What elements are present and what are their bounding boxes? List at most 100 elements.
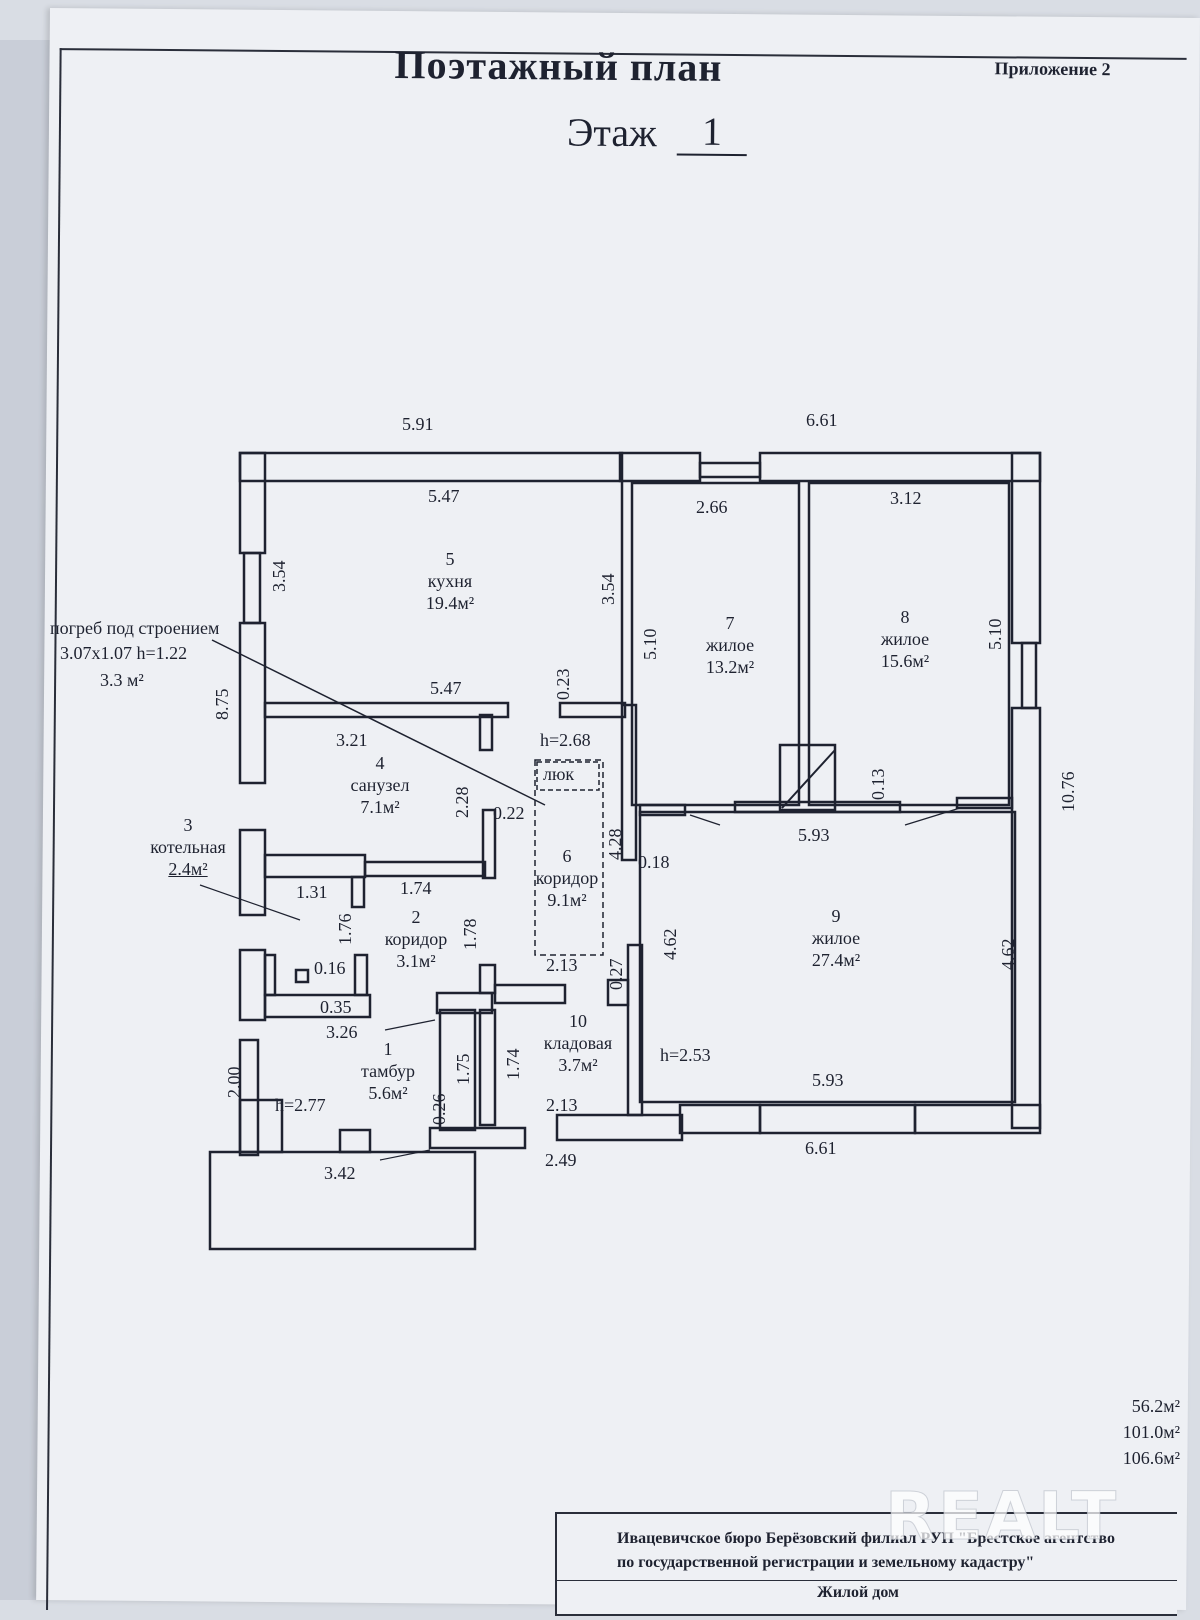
dim-label: 2.28: [452, 786, 472, 819]
height-label: h=2.77: [275, 1095, 326, 1115]
wall-central: [620, 703, 638, 862]
area-totals: 56.2м² 101.0м² 106.6м²: [1122, 1396, 1180, 1468]
wall-bath-bottom: [263, 853, 367, 879]
dim-label: 6.61: [806, 410, 838, 430]
wall-closet-left: [478, 1008, 497, 1127]
dim-label: 3.21: [336, 730, 368, 750]
dim-label: 5.10: [985, 618, 1005, 651]
wall-closet: [478, 963, 497, 995]
wall-outer: [913, 1103, 1042, 1135]
dim-label: 3.54: [269, 560, 289, 593]
window-left: [242, 551, 262, 625]
wall-bath-bottom: [363, 860, 487, 878]
dim-label: 10.76: [1058, 771, 1078, 813]
wall-outer: [618, 451, 702, 483]
stamp-object: Жилой дом: [817, 1584, 899, 1601]
wall-outer: [1010, 706, 1042, 1130]
wall-outer: [238, 948, 267, 1022]
wall-stub: [955, 796, 1014, 810]
wall-stub: [294, 968, 310, 984]
wall-closet-top: [493, 983, 567, 1005]
dim-label: 0.18: [638, 852, 670, 872]
wall-outer: [678, 1103, 762, 1135]
realt-watermark: REALT: [884, 1478, 1119, 1556]
height-label: h=2.53: [660, 1045, 711, 1065]
height-label: h=2.68: [540, 730, 591, 750]
wall-outer: [758, 451, 1042, 483]
cellar-leader: [211, 639, 546, 806]
wall-stub: [350, 875, 366, 909]
wall-closet-right: [626, 943, 644, 1117]
room-8-outline: [807, 481, 1011, 807]
dim-label: 0.22: [493, 803, 525, 823]
wall-boiler-bottom: [263, 993, 372, 1019]
dim-label: 5.47: [428, 486, 460, 506]
hatch-box: [536, 761, 600, 791]
room-7-outline: [630, 481, 801, 807]
dim-label: 2.66: [696, 497, 728, 517]
wall-outer: [555, 1113, 684, 1142]
dim-label: 6.61: [805, 1138, 837, 1158]
dim-label: 2.49: [545, 1150, 577, 1170]
dim-label: 2.00: [224, 1066, 244, 1099]
dim-label: 2.13: [546, 955, 578, 975]
dim-label: 5.93: [812, 1070, 844, 1090]
stamp-org-line2: по государственной регистрации и земельн…: [617, 1554, 1035, 1571]
window-bottom: [758, 1103, 917, 1135]
dim-label: 5.47: [430, 678, 462, 698]
dim-label: 0.16: [314, 958, 346, 978]
stamp-org-line1: Ивацевичское бюро Берёзовский филиал РУП…: [617, 1530, 1115, 1547]
dim-label: 5.10: [640, 628, 660, 661]
hatch-outline: [534, 759, 604, 956]
window-right: [1020, 641, 1038, 710]
wall-divider: [733, 800, 902, 814]
wall-vestibule: [438, 1008, 477, 1132]
dim-label: 3.42: [324, 1163, 356, 1183]
wall-stub: [638, 803, 687, 817]
dim-label: 1.31: [296, 882, 328, 902]
dim-label: 5.93: [798, 825, 830, 845]
dim-label: 5.91: [402, 414, 434, 434]
dim-label: 0.27: [606, 958, 626, 991]
wall-outer: [238, 451, 624, 483]
stair-diagonal: [781, 749, 836, 809]
wall-closet-top: [435, 991, 494, 1015]
dim-label: 0.35: [320, 997, 352, 1017]
wall-stub: [478, 713, 494, 752]
porch: [208, 1150, 477, 1251]
dim-label: 3.12: [890, 488, 922, 508]
wall-divider: [778, 743, 837, 812]
wall-stub: [558, 701, 627, 719]
wall-outer: [338, 1128, 372, 1154]
wall-outer: [428, 1126, 527, 1150]
wall-kitchen-bottom: [263, 701, 510, 719]
dim-label: 3.26: [326, 1022, 358, 1042]
title-block: Ивацевичское бюро Берёзовский филиал РУП…: [555, 1512, 1177, 1616]
cellar-area: 3.3 м²: [100, 670, 144, 690]
window-top: [698, 461, 762, 479]
dim-label: 2.13: [546, 1095, 578, 1115]
cellar-label: погреб под строением: [50, 618, 220, 638]
dim-label: 1.74: [400, 878, 432, 898]
wall-bath-right: [481, 808, 497, 880]
wall-stub: [353, 953, 369, 997]
dim-label: 8.75: [212, 688, 232, 721]
dim-label: 4.62: [998, 938, 1018, 971]
dim-label: 0.13: [868, 768, 888, 801]
dim-label: 4.62: [660, 928, 680, 961]
dim-label: 0.23: [553, 668, 573, 701]
hatch-label: люк: [543, 764, 575, 784]
wall-outer: [238, 621, 267, 785]
wall-outer: [238, 451, 267, 555]
